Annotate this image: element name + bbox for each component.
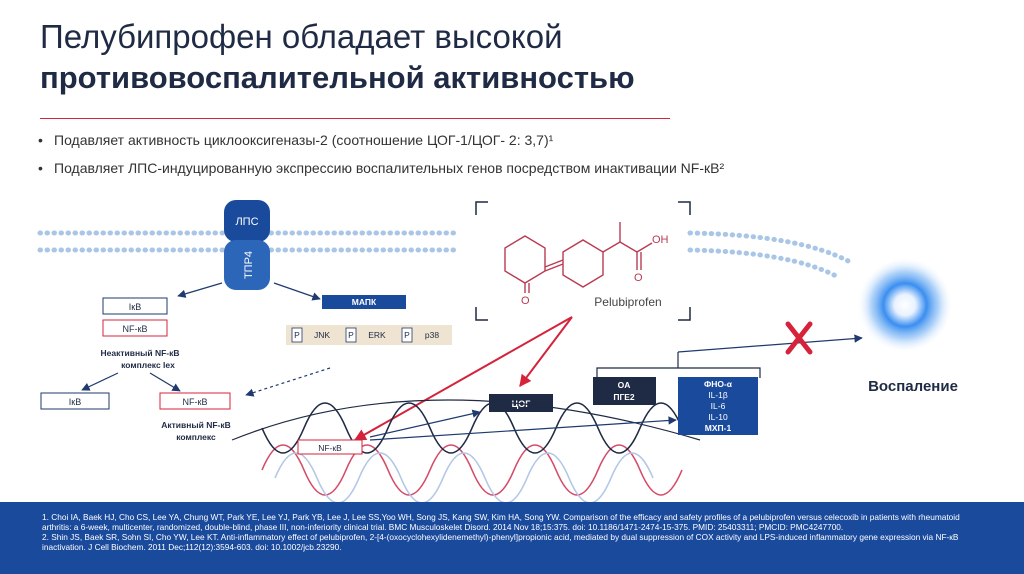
cytokine-box [678,377,758,435]
nfkb-box-2 [159,392,231,410]
ikb-label-2: IкB [69,397,81,407]
cell-membrane [37,230,853,279]
mechanism-diagram: ЛПС ТПР4 IкB NF-кB Неактивный NF-кB комп… [37,200,958,502]
jnk-label: JNK [314,330,330,340]
lps-label: ЛПС [235,216,258,228]
ikb-box-2 [40,392,110,410]
nfkb-box [102,319,168,337]
title-divider [40,118,670,119]
inflammation-glow-icon [857,257,953,353]
bullet-item: Подавляет ЛПС-индуцированную экспрессию … [38,160,724,176]
cytokine-il10: IL-10 [708,412,728,422]
svg-text:P: P [294,330,300,340]
erk-label: ERK [368,330,386,340]
block-x-icon [785,321,813,355]
page-title: Пелубипрофен обладает высокой [40,18,563,55]
nfkb-dna-label: NF-кB [318,443,342,453]
molecule-frame [475,201,691,321]
oa-box [593,377,656,405]
cog-box [489,394,553,412]
inactive-label: Неактивный NF-кB [101,348,180,358]
page-title-bold: противовоспалительной активностью [40,60,635,95]
molecule-acid-o: O [634,272,643,284]
active-label-2: комплекс [176,432,216,442]
kinase-row: P JNK P ERK P p38 [291,327,439,343]
cytokine-mcp1: МХП-1 [705,423,732,433]
svg-text:P: P [348,330,354,340]
cytokine-il1: IL-1β [708,390,728,400]
p38-label: p38 [425,330,439,340]
cytokine-il6: IL-6 [711,401,726,411]
inflammation-label: Воспаление [868,378,958,395]
molecule-name: Pelubiprofen [594,295,661,309]
tlr4-label: ТПР4 [243,251,255,279]
molecule-ketone-o: O [521,295,530,307]
inactive-label-2: комплекс lex [121,360,175,370]
nfkb-dna-box [297,439,363,455]
nfkb-label: NF-кB [123,324,148,334]
tlr4-box [224,240,270,290]
molecule-oh: OH [652,234,669,246]
cytokine-tnf: ФНО-α [704,379,733,389]
dna-helix [231,399,701,502]
mapk-box [322,295,406,309]
pelubiprofen-structure [504,222,653,293]
oa-label: OA [618,380,631,390]
output-bracket [596,367,761,378]
svg-text:P: P [404,330,410,340]
active-label: Активный NF-кB [161,420,231,430]
nfkb-label-2: NF-кB [183,397,208,407]
reference-item: 1. Choi IA, Baek HJ, Cho CS, Lee YA, Chu… [42,512,960,532]
ikb-label: IкB [129,302,141,312]
lps-box [224,200,270,242]
mapk-label: МАПК [352,297,377,307]
pge2-label: ПГЕ2 [613,392,635,402]
references-footer [0,502,1024,574]
bullet-list: Подавляет активность циклооксигеназы-2 (… [38,132,724,188]
bullet-item: Подавляет активность циклооксигеназы-2 (… [38,132,724,148]
reference-item: 2. Shin JS, Baek SR, Sohn SI, Cho YW, Le… [42,532,959,552]
ikb-box [102,297,168,315]
references: 1. Choi IA, Baek HJ, Cho CS, Lee YA, Chu… [42,512,972,552]
